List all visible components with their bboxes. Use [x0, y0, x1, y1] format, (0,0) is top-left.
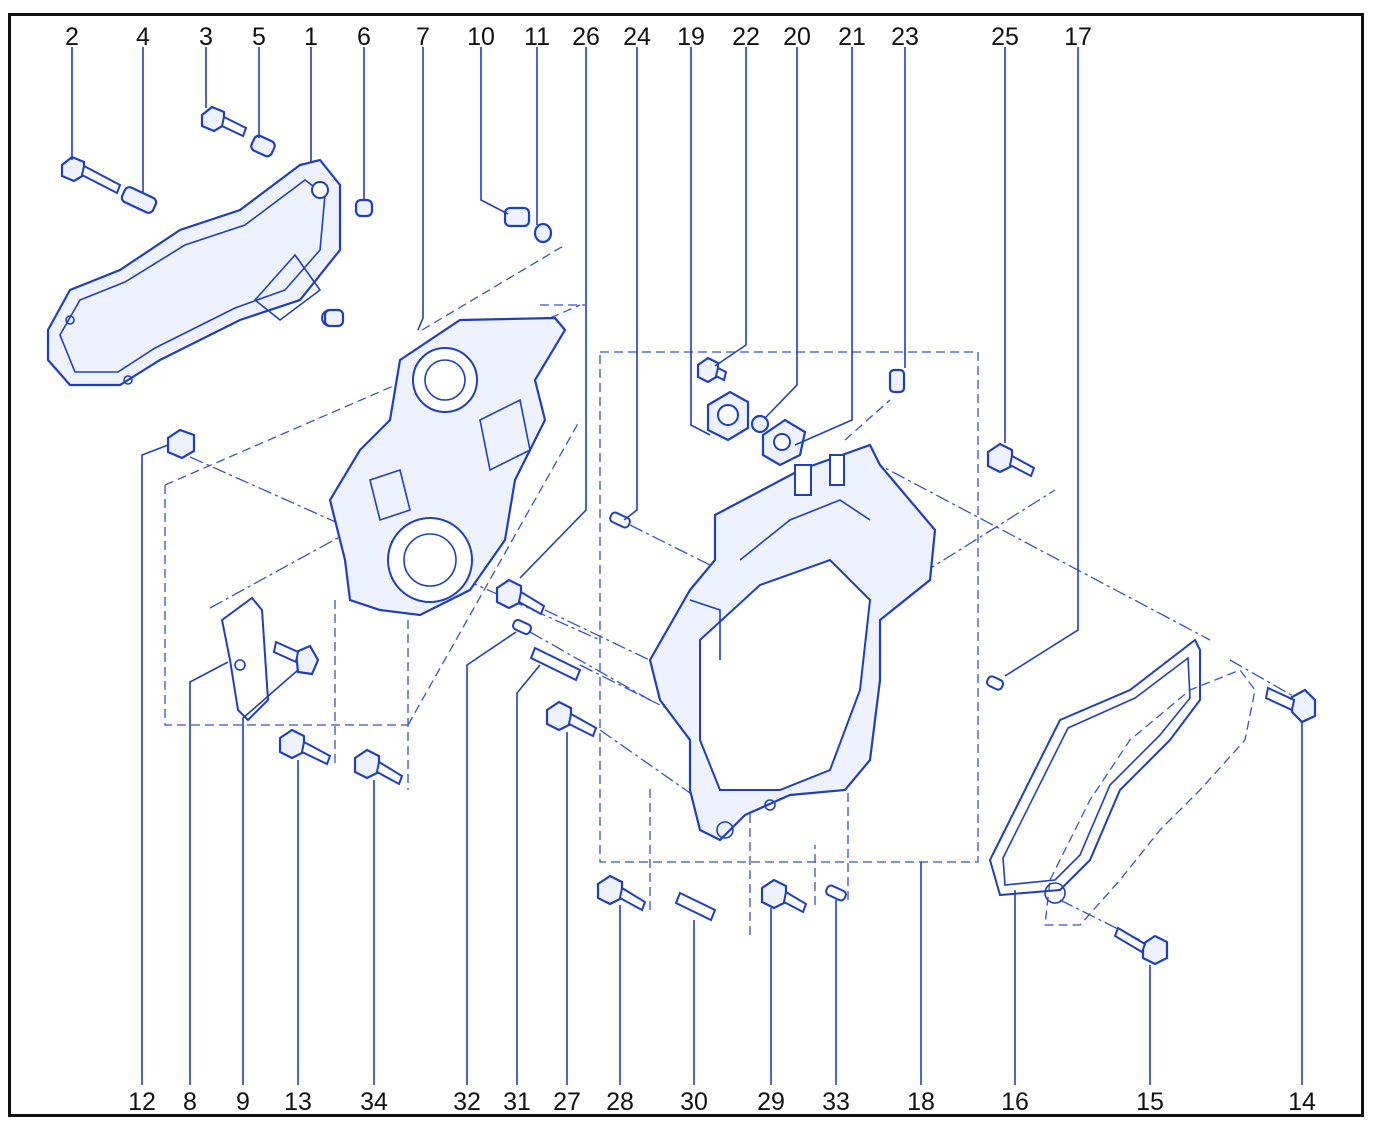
- bolt-27: [545, 700, 598, 738]
- nut-1b: [323, 308, 345, 328]
- callout-top-11: 24: [623, 23, 651, 51]
- upper-timing-cover: [46, 158, 342, 387]
- bolt-15: [1113, 926, 1169, 966]
- diagram-frame: [8, 13, 1364, 1117]
- callout-numbers: 2 4 3 5 1 6 7 10 11 26 24 19 22 20 21 23…: [65, 23, 1316, 1116]
- bolt-13: [278, 728, 332, 766]
- callout-bottom-16: 14: [1288, 1088, 1316, 1116]
- housing-gasket: [988, 638, 1201, 897]
- washer-20: [750, 414, 770, 434]
- bolt-26: [495, 578, 546, 616]
- pin-17: [985, 675, 1005, 691]
- washer-11: [533, 222, 553, 244]
- callout-top-16: 23: [891, 23, 919, 51]
- pin-33: [825, 884, 847, 902]
- callout-bottom-15: 15: [1136, 1088, 1164, 1116]
- callout-bottom-7: 31: [503, 1088, 531, 1116]
- main-housing: [648, 443, 937, 842]
- sleeve-23: [888, 368, 906, 394]
- callout-bottom-3: 9: [236, 1088, 250, 1116]
- callout-top-1: 2: [65, 23, 79, 51]
- bolt-25: [986, 442, 1036, 478]
- callout-bottom-5: 34: [360, 1088, 388, 1116]
- bracket-plate: [220, 596, 270, 722]
- fasteners: [60, 105, 1317, 966]
- callout-top-15: 21: [838, 23, 866, 51]
- callout-top-7: 7: [416, 23, 430, 51]
- bolt-2: [60, 155, 122, 195]
- stud-30: [674, 891, 717, 922]
- callout-top-10: 26: [572, 23, 600, 51]
- stud-31: [529, 646, 582, 682]
- callout-top-5: 1: [304, 23, 318, 51]
- leader-lines: [71, 47, 1303, 1085]
- callout-bottom-6: 32: [453, 1088, 481, 1116]
- spacer-4: [120, 186, 158, 214]
- callout-top-18: 17: [1064, 23, 1092, 51]
- plate-21: [761, 418, 807, 467]
- callout-top-4: 5: [252, 23, 266, 51]
- callout-bottom-14: 16: [1001, 1088, 1029, 1116]
- bolt-28: [596, 874, 647, 912]
- bolt-34: [353, 748, 404, 786]
- callout-top-12: 19: [677, 23, 705, 51]
- callout-bottom-13: 18: [907, 1088, 935, 1116]
- bolt-9: [272, 640, 320, 676]
- callout-bottom-8: 27: [553, 1088, 581, 1116]
- callout-bottom-11: 29: [757, 1088, 785, 1116]
- pin-32: [512, 618, 532, 636]
- callout-top-13: 22: [732, 23, 760, 51]
- bolt-22: [696, 356, 728, 384]
- spacer-5: [250, 134, 276, 158]
- callout-bottom-4: 13: [284, 1088, 312, 1116]
- pin-24: [609, 511, 631, 529]
- callout-top-6: 6: [357, 23, 371, 51]
- plug-10: [503, 206, 531, 228]
- callout-top-2: 4: [136, 23, 150, 51]
- callout-bottom-12: 33: [822, 1088, 850, 1116]
- rear-plate-outline: [1044, 669, 1256, 926]
- callout-top-3: 3: [199, 23, 213, 51]
- front-cover-plate: [328, 316, 567, 617]
- callout-bottom-2: 8: [183, 1088, 197, 1116]
- nut-6: [354, 198, 374, 218]
- nut-12: [166, 428, 196, 460]
- group-box-front-cover: [164, 485, 408, 726]
- seal-housing-19: [706, 390, 750, 442]
- bolt-29: [760, 878, 808, 914]
- callout-bottom-1: 12: [128, 1088, 156, 1116]
- callout-top-9: 11: [524, 23, 550, 51]
- bolt-3: [200, 105, 248, 138]
- callout-top-17: 25: [991, 23, 1019, 51]
- callout-bottom-9: 28: [606, 1088, 634, 1116]
- callout-top-8: 10: [467, 23, 495, 51]
- callout-top-14: 20: [783, 23, 811, 51]
- callout-bottom-10: 30: [680, 1088, 708, 1116]
- bolt-14: [1264, 686, 1317, 724]
